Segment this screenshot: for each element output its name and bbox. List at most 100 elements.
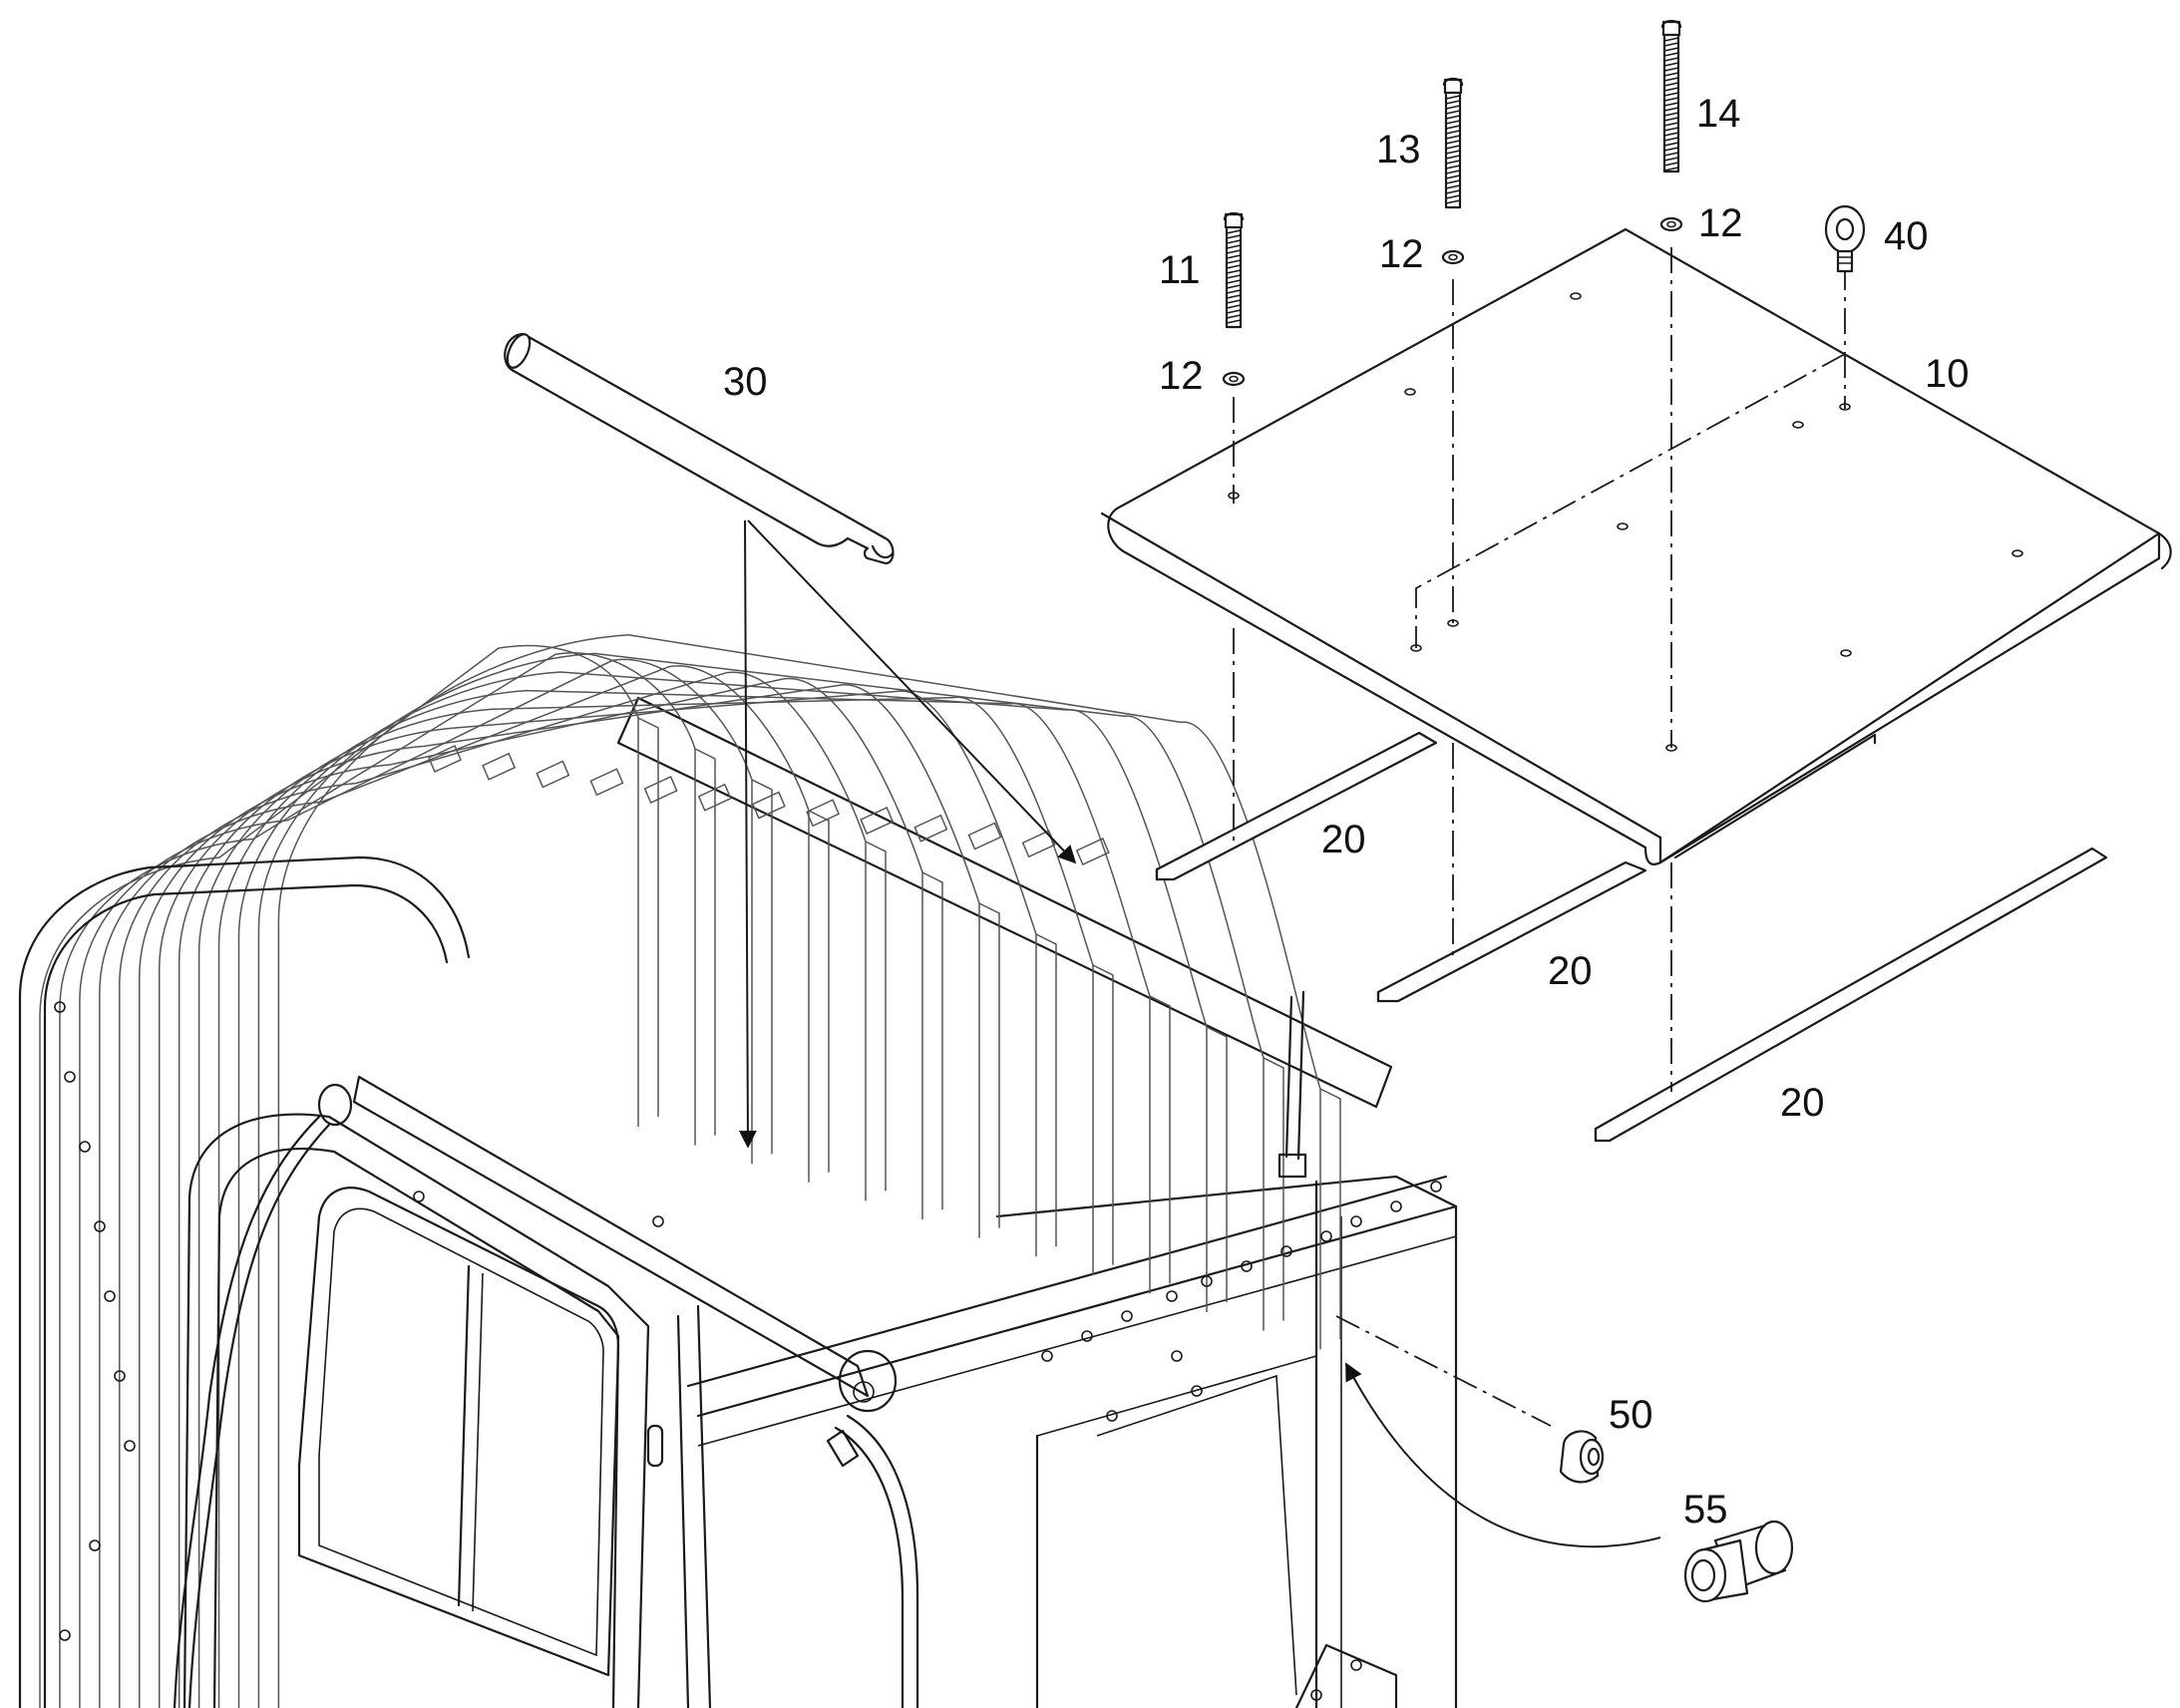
- frame-holes: [54, 1001, 1442, 1641]
- guard-hoop-edge: [1319, 1088, 1341, 1340]
- fasteners: [1222, 19, 1866, 387]
- plate-hole: [1404, 388, 1416, 396]
- callout-50: 50: [1609, 1393, 1653, 1437]
- hoop-slot: [913, 814, 948, 843]
- edge-cap-part-30: [504, 332, 895, 565]
- guard-hoop-edge: [865, 841, 887, 1192]
- callout-12: 12: [1159, 354, 1204, 398]
- frame-hole: [1201, 1275, 1213, 1287]
- frame-hole: [124, 1440, 136, 1452]
- frame-hole: [54, 1001, 66, 1013]
- guard-hoop: [99, 665, 810, 1708]
- frame-hole: [1350, 1215, 1362, 1227]
- washer-part-12: [1222, 371, 1246, 387]
- plate-hole: [1792, 421, 1804, 429]
- hoop-slot: [1021, 830, 1056, 858]
- frame-hole: [1241, 1260, 1253, 1272]
- callout-12: 12: [1379, 232, 1424, 276]
- guard-hoop-edge: [1263, 1057, 1284, 1321]
- callout-40: 40: [1884, 214, 1929, 258]
- guard-hoop: [39, 644, 639, 1708]
- guard-hoop: [217, 689, 1151, 1708]
- plate-hole: [2011, 549, 2023, 557]
- bolt-part-14: [1660, 19, 1682, 173]
- callout-20: 20: [1548, 949, 1593, 993]
- frame-hole: [89, 1539, 101, 1551]
- guard-hoop: [158, 684, 980, 1708]
- frame-hole: [1041, 1350, 1053, 1362]
- guard-hoop: [79, 658, 753, 1708]
- guard-hoop-edge: [978, 902, 1000, 1228]
- callout-20: 20: [1321, 818, 1366, 861]
- callout-13: 13: [1376, 128, 1421, 171]
- guard-hoop-edge: [751, 779, 773, 1155]
- roof-guard-hoops: [39, 634, 1341, 1708]
- frame-hole: [1430, 1181, 1442, 1193]
- guard-hoop: [277, 634, 1321, 1708]
- guard-hoop: [59, 652, 696, 1708]
- leader-arrows: [738, 519, 1661, 1548]
- roof-plate-part-10: [1100, 227, 2172, 865]
- strips-part-20: [1155, 731, 2108, 1143]
- guard-hoop-edge: [637, 717, 659, 1117]
- hoop-slot: [643, 775, 678, 805]
- frame-hole: [1390, 1200, 1402, 1212]
- frame-hole: [652, 1215, 664, 1227]
- callout-10: 10: [1925, 352, 1970, 396]
- guard-hoop: [257, 652, 1265, 1708]
- frame-hole: [1166, 1290, 1178, 1302]
- frame-hole: [104, 1290, 116, 1302]
- guard-hoop-edge: [694, 748, 716, 1136]
- guard-hoop: [237, 671, 1208, 1708]
- frame-hole: [114, 1370, 126, 1382]
- frame-hole: [1081, 1330, 1093, 1342]
- guard-hoop: [197, 696, 1094, 1708]
- frame-hole: [59, 1629, 71, 1641]
- hoop-slot: [482, 752, 517, 781]
- hoop-slot: [589, 768, 624, 797]
- guard-hoop-edge: [1206, 1026, 1228, 1302]
- frame-hole: [1106, 1410, 1118, 1422]
- guard-hoop-edge: [921, 871, 943, 1209]
- eye-bolt-part-40: [1824, 204, 1866, 273]
- callout-55: 55: [1683, 1488, 1728, 1532]
- plug-part-50: [1559, 1430, 1605, 1484]
- guard-hoop-edge: [1092, 964, 1114, 1265]
- guard-hoop-edge: [808, 810, 830, 1173]
- guard-hoop-edge: [1149, 995, 1171, 1284]
- hoop-slot: [428, 744, 462, 774]
- frame-hole: [413, 1191, 425, 1202]
- frame-hole: [1191, 1385, 1203, 1397]
- guard-hoop-edge: [1035, 933, 1057, 1247]
- callout-12: 12: [1698, 201, 1743, 245]
- callout-20: 20: [1780, 1081, 1825, 1125]
- bolt-part-13: [1442, 77, 1464, 209]
- hoop-slot: [697, 783, 732, 812]
- hoop-slot: [967, 822, 1002, 851]
- operator-cab: [18, 634, 1458, 1708]
- callout-30: 30: [723, 360, 768, 404]
- washer-part-12: [1659, 216, 1683, 232]
- hoop-slot: [751, 791, 786, 820]
- hoop-slot: [806, 799, 841, 828]
- guard-hoop: [119, 671, 867, 1708]
- callout-11: 11: [1159, 248, 1201, 292]
- frame-hole: [1280, 1245, 1292, 1257]
- bolt-part-11: [1223, 211, 1245, 329]
- washer-part-12: [1441, 249, 1465, 265]
- bushing-part-55: [1683, 1520, 1794, 1603]
- frame-hole: [1121, 1310, 1133, 1322]
- plate-hole: [1570, 292, 1582, 300]
- hoop-slot: [860, 806, 895, 836]
- hoop-slot: [1075, 837, 1110, 866]
- callout-14: 14: [1696, 92, 1741, 136]
- frame-hole: [79, 1141, 91, 1153]
- guard-hoop: [178, 690, 1037, 1708]
- part-callouts: 10 11 12 12 12 13 14 20 20 20 30 40 50 5…: [723, 92, 1970, 1532]
- hoop-slot: [536, 760, 570, 789]
- frame-hole: [1171, 1350, 1183, 1362]
- assembly-center-lines: [1233, 247, 1846, 1427]
- frame-hole: [64, 1071, 76, 1083]
- plate-holes: [1228, 292, 2023, 752]
